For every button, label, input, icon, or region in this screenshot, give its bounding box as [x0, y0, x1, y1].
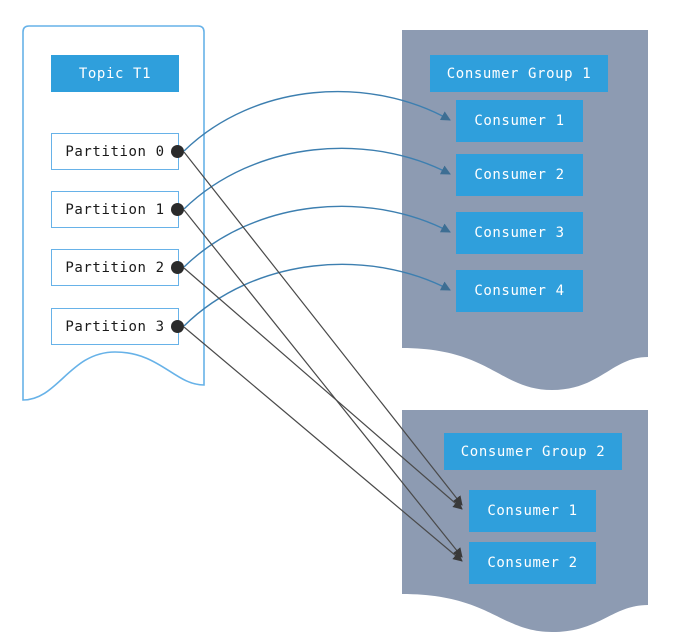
partition-3-connector-dot[interactable]	[171, 320, 184, 333]
partition-box-2[interactable]: Partition 2	[51, 249, 179, 286]
cg1-consumer-4-box[interactable]: Consumer 4	[456, 270, 583, 312]
link-partition-2-to-cg1-consumer-3	[183, 205, 451, 268]
link-partition-3-to-cg1-consumer-4	[183, 263, 451, 327]
link-partition-0-to-cg2-consumer-1	[183, 151, 463, 506]
cg2-consumer-1-box[interactable]: Consumer 1	[469, 490, 596, 532]
topic-box[interactable]: Topic T1	[51, 55, 179, 92]
partition-1-connector-dot[interactable]	[171, 203, 184, 216]
consumer-group-1-title[interactable]: Consumer Group 1	[430, 55, 608, 92]
partition-box-3[interactable]: Partition 3	[51, 308, 179, 345]
curved-connectors-group-1	[183, 90, 451, 327]
consumer-group-2-title[interactable]: Consumer Group 2	[444, 433, 622, 470]
cg2-consumer-2-box[interactable]: Consumer 2	[469, 542, 596, 584]
cg1-consumer-3-box[interactable]: Consumer 3	[456, 212, 583, 254]
cg1-consumer-2-box[interactable]: Consumer 2	[456, 154, 583, 196]
link-partition-1-to-cg1-consumer-2	[183, 147, 451, 210]
partition-0-connector-dot[interactable]	[171, 145, 184, 158]
cg1-consumer-1-box[interactable]: Consumer 1	[456, 100, 583, 142]
link-partition-0-to-cg1-consumer-1	[183, 90, 451, 152]
straight-connectors-group-2	[183, 151, 463, 562]
partition-2-connector-dot[interactable]	[171, 261, 184, 274]
partition-box-1[interactable]: Partition 1	[51, 191, 179, 228]
partition-box-0[interactable]: Partition 0	[51, 133, 179, 170]
link-partition-3-to-cg2-consumer-2	[183, 326, 463, 562]
link-partition-1-to-cg2-consumer-2	[183, 209, 463, 558]
link-partition-2-to-cg2-consumer-1	[183, 267, 463, 510]
